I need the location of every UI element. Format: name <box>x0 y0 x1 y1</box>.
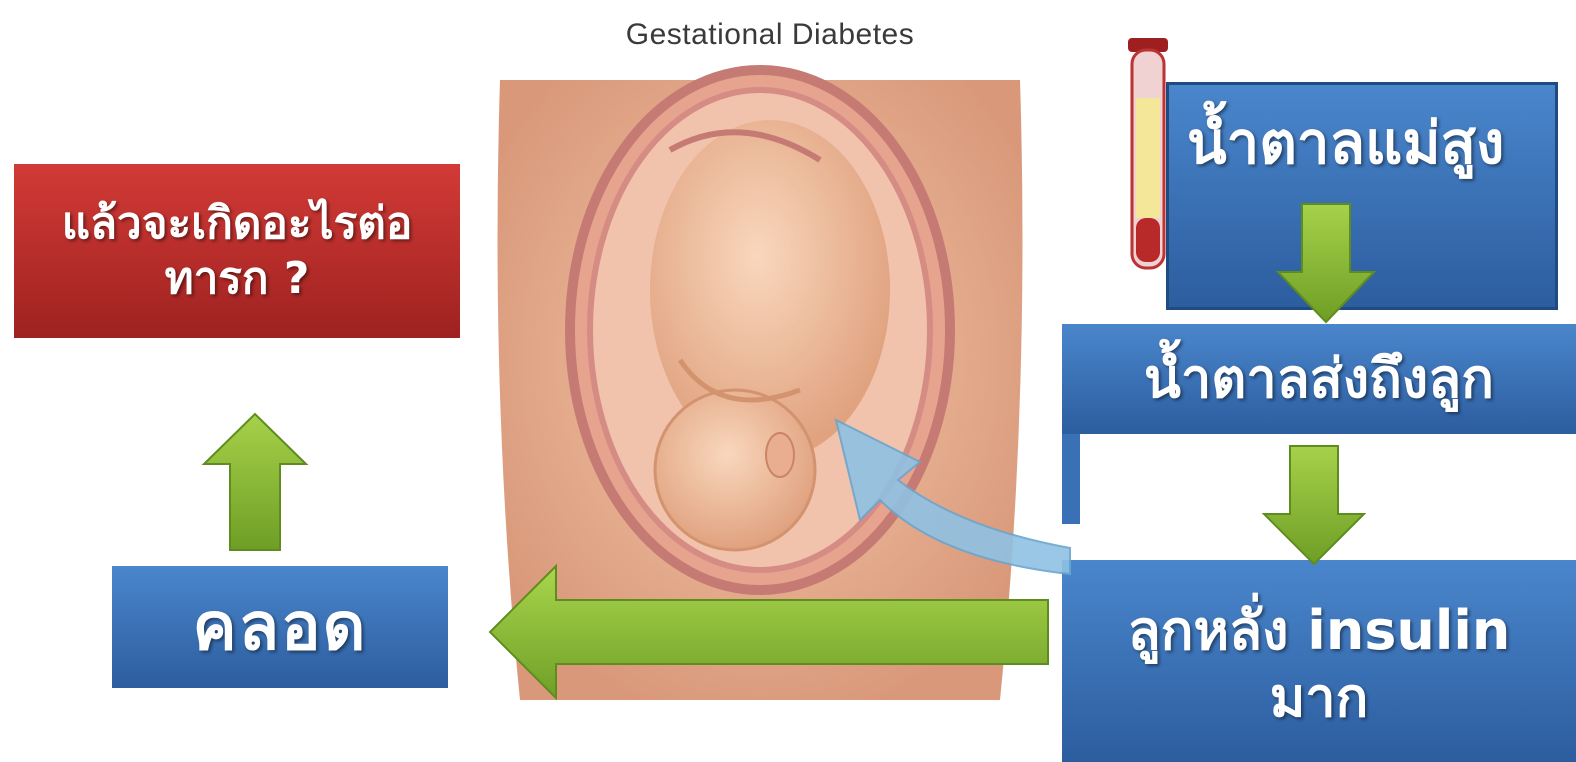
connector-strip <box>1062 434 1080 524</box>
sugar-to-baby-text: น้ำตาลส่งถึงลูก <box>1144 345 1494 413</box>
mother-sugar-box: น้ำตาลแม่สูง <box>1166 82 1558 310</box>
delivery-text: คลอด <box>192 586 367 669</box>
down-arrow-icon-2 <box>1264 446 1364 564</box>
baby-insulin-text: ลูกหลั่ง insulin มาก <box>1079 597 1559 732</box>
pregnancy-illustration <box>480 0 1040 700</box>
sugar-to-baby-box: น้ำตาลส่งถึงลูก <box>1062 324 1576 434</box>
question-box: แล้วจะเกิดอะไรต่อทารก ? <box>14 164 460 338</box>
mother-sugar-text: น้ำตาลแม่สูง <box>1187 107 1504 180</box>
up-arrow-icon <box>204 414 306 550</box>
baby-insulin-box: ลูกหลั่ง insulin มาก <box>1062 560 1576 762</box>
question-text: แล้วจะเกิดอะไรต่อทารก ? <box>24 196 450 306</box>
delivery-box: คลอด <box>112 566 448 688</box>
illustration-title: Gestational Diabetes <box>480 18 1060 52</box>
